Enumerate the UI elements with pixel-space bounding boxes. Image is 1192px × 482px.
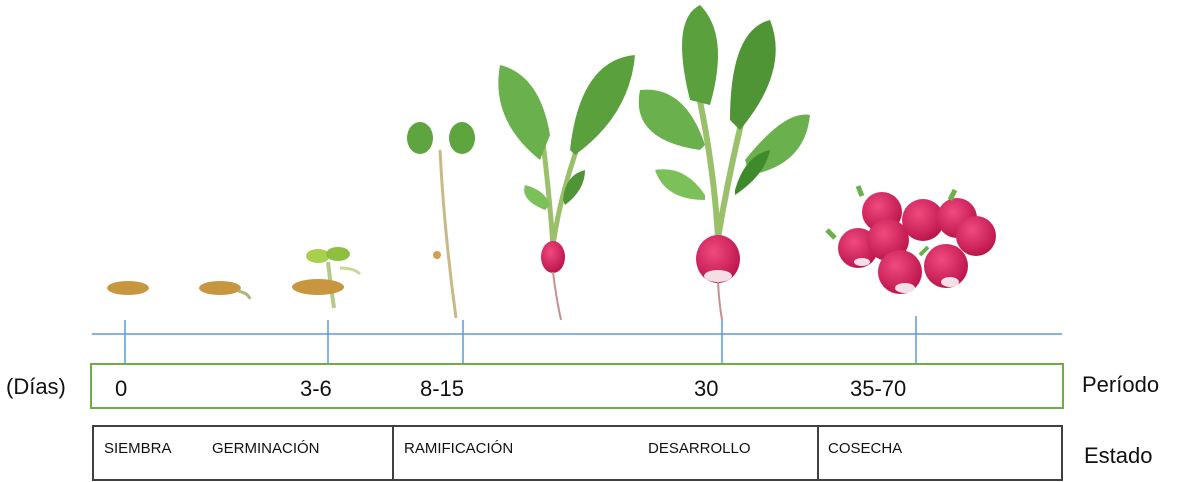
day-label-2: 8-15 [420,376,465,401]
seedling-icon [407,122,475,319]
day-label-4: 35-70 [850,376,907,401]
period-box [90,363,1064,409]
day-label-1: 3-6 [300,376,332,401]
estado-label: Estado [1084,443,1153,468]
young-radish-icon [498,55,635,321]
stage-germinacion: GERMINACIÓN [212,440,320,457]
seed-icon [107,281,149,295]
mature-radish-icon [638,5,810,321]
stage-cosecha: COSECHA [828,440,903,457]
stage-siembra: SIEMBRA [104,440,172,457]
stage-box-3 [817,425,1063,481]
stage-ramificacion: RAMIFICACIÓN [404,440,514,457]
periodo-label: Período [1082,372,1160,397]
germinating-seed-icon [199,281,252,300]
dias-label: (Días) [6,374,66,399]
stage-desarrollo: DESARROLLO [648,440,751,457]
radish-bunch-icon [825,185,996,294]
day-label-3: 30 [694,376,719,401]
sprout-icon [292,247,362,309]
day-label-0: 0 [115,376,128,401]
